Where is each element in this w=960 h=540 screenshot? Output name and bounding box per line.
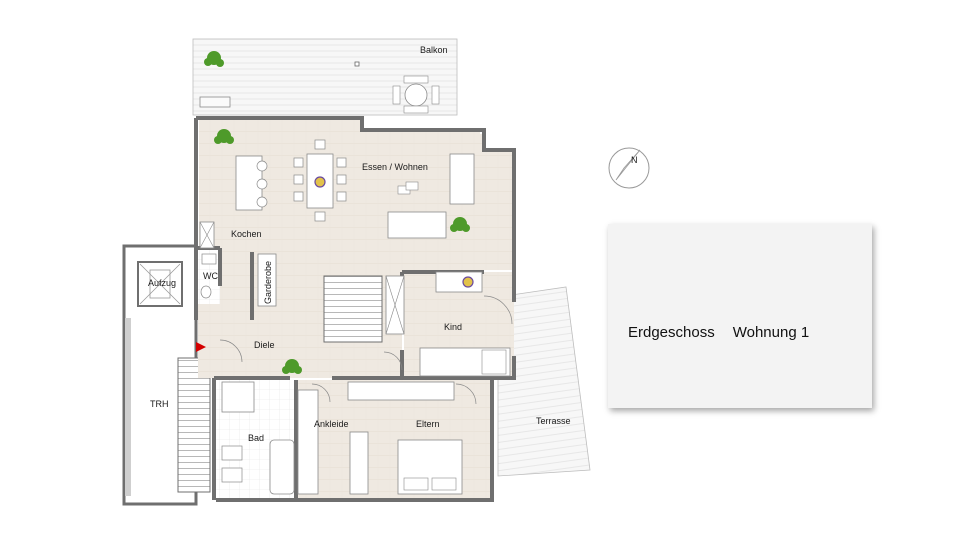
label-diele: Diele bbox=[254, 340, 275, 350]
kind-desk bbox=[435, 271, 483, 293]
unit-name: Wohnung 1 bbox=[732, 324, 810, 341]
floor-name: Erdgeschoss bbox=[628, 324, 715, 341]
label-essen-wohnen: Essen / Wohnen bbox=[362, 162, 428, 172]
label-wc: WC bbox=[203, 271, 218, 281]
plant-icon bbox=[214, 129, 234, 144]
compass-icon bbox=[608, 147, 650, 189]
label-kochen: Kochen bbox=[231, 229, 262, 239]
plant-icon bbox=[204, 51, 224, 67]
bathtub bbox=[269, 439, 295, 495]
label-aufzug: Aufzug bbox=[148, 278, 176, 288]
flower-icon bbox=[462, 276, 474, 288]
info-line: Erdgeschoss Wohnung 1 bbox=[628, 324, 809, 341]
label-trh: TRH bbox=[150, 399, 169, 409]
label-eltern: Eltern bbox=[416, 419, 440, 429]
garderobe-cabinet bbox=[257, 253, 277, 307]
label-balkon: Balkon bbox=[420, 45, 448, 55]
entry-marker bbox=[196, 342, 206, 352]
stair-flight bbox=[177, 357, 211, 493]
sofa bbox=[449, 153, 475, 205]
flower-icon bbox=[314, 176, 326, 188]
inner-staircase bbox=[323, 275, 383, 343]
label-terrasse: Terrasse bbox=[536, 416, 571, 426]
plant-icon bbox=[282, 359, 302, 374]
sideboard bbox=[387, 211, 447, 239]
compass-label: N bbox=[631, 155, 638, 165]
label-ankleide: Ankleide bbox=[314, 419, 349, 429]
label-garderobe: Garderobe bbox=[263, 261, 273, 304]
wardrobe bbox=[347, 381, 455, 401]
plant-icon bbox=[450, 217, 470, 232]
label-kind: Kind bbox=[444, 322, 462, 332]
info-card: Erdgeschoss Wohnung 1 bbox=[608, 224, 872, 408]
shower bbox=[221, 381, 255, 413]
terrasse-deck bbox=[497, 286, 591, 477]
label-bad: Bad bbox=[248, 433, 264, 443]
